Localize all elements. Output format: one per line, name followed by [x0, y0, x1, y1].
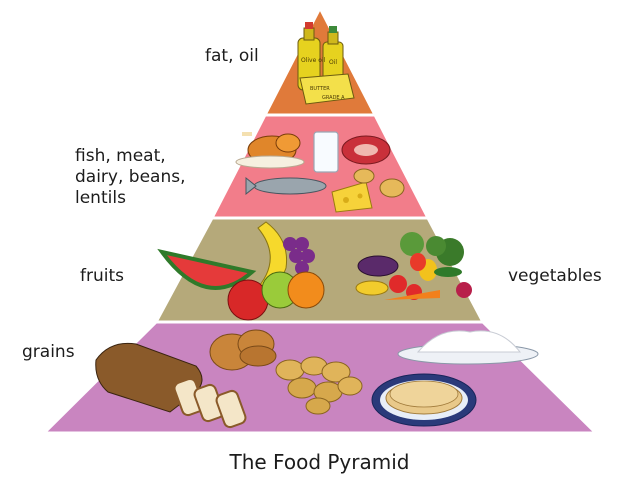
egg-icon — [379, 178, 405, 198]
vegetables-illustration — [355, 232, 472, 300]
radish-icon — [456, 282, 472, 298]
bread-loaf-icon — [95, 342, 203, 413]
corn-icon — [355, 280, 389, 296]
cheese-icon — [331, 181, 373, 213]
protein-foods-illustration — [235, 131, 405, 213]
milk-glass-icon — [313, 131, 339, 173]
fruits-illustration — [157, 221, 325, 321]
label-vegetables: vegetables — [508, 266, 602, 286]
label-fat-oil: fat, oil — [205, 46, 259, 66]
fish-icon — [253, 177, 327, 195]
eggplant-icon — [357, 255, 399, 277]
tomato-icon — [389, 275, 407, 293]
carrot-icon — [384, 290, 440, 300]
olive-oil-text: Olive oil — [301, 57, 326, 64]
orange-icon — [287, 271, 325, 309]
label-fruits: fruits — [80, 266, 124, 286]
oil-text: Oil — [329, 59, 337, 66]
grade-a-text: GRADE A — [322, 95, 345, 101]
butter-box-icon — [299, 73, 355, 105]
label-grains: grains — [22, 342, 75, 362]
butter-text: BUTTER — [310, 86, 330, 92]
oil-bottles-illustration: Olive oil Oil BUTTER GRADE A — [297, 22, 355, 105]
cucumber-icon — [434, 267, 462, 277]
rice-icon — [416, 330, 522, 353]
label-protein: fish, meat, dairy, beans, lentils — [75, 146, 186, 208]
watermelon-icon — [157, 248, 257, 290]
grapes-icon — [283, 237, 315, 275]
potatoes-icon — [275, 356, 363, 415]
grains-illustration — [95, 329, 539, 429]
diagram-title: The Food Pyramid — [229, 450, 410, 474]
